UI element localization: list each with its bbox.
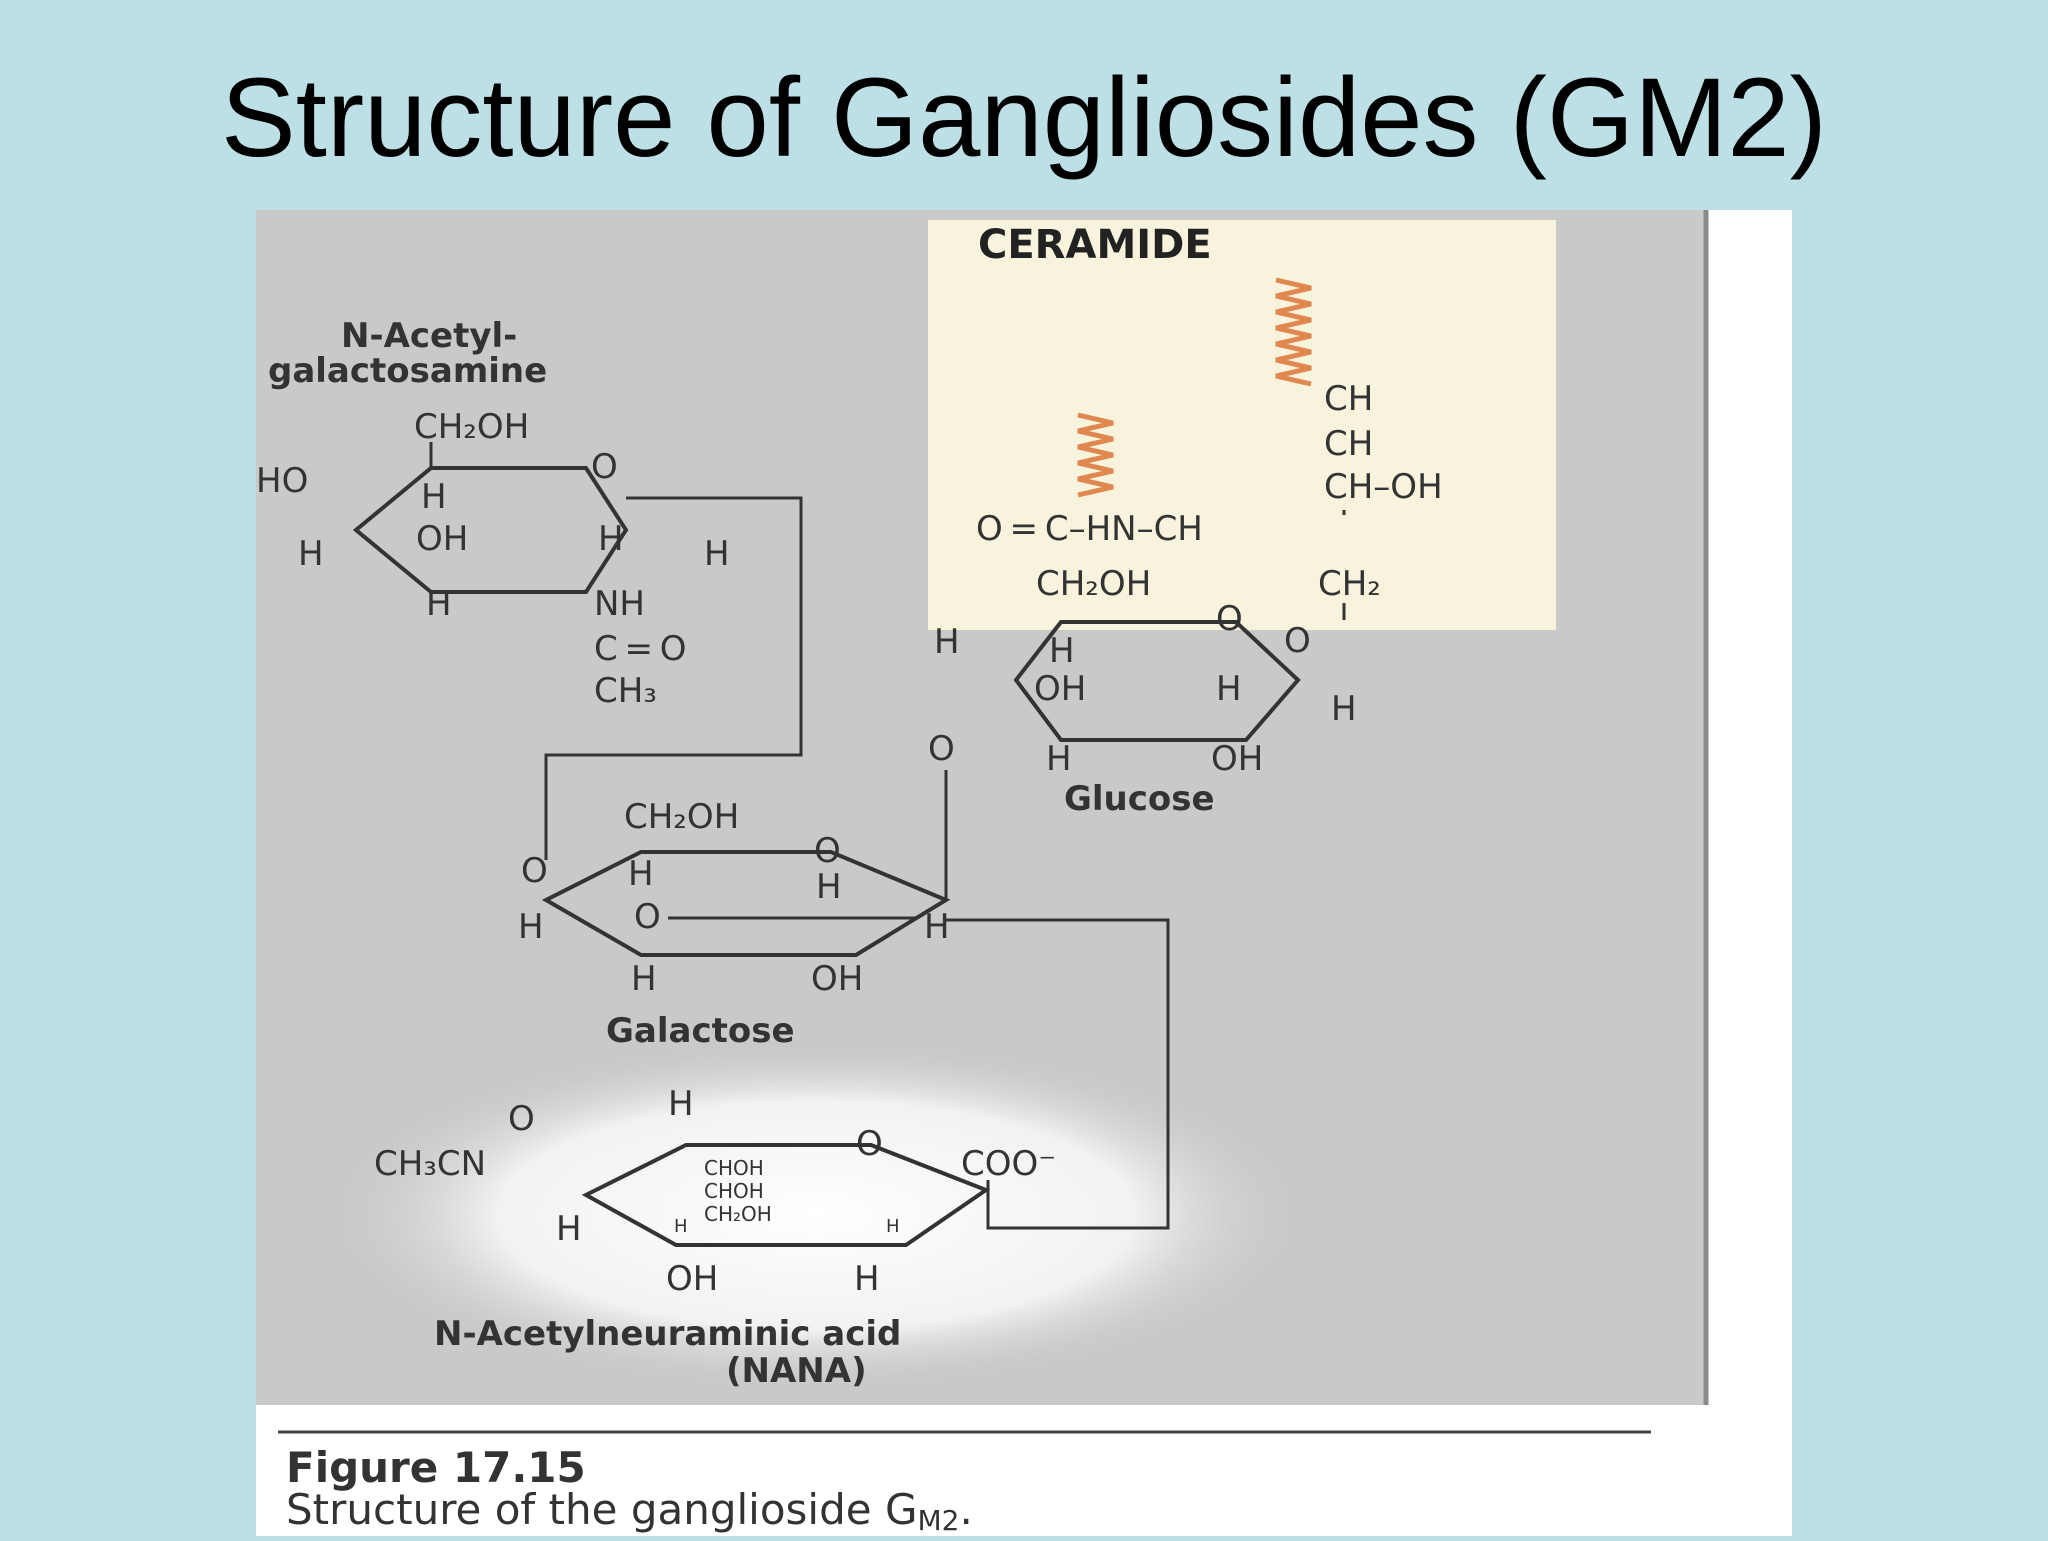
ceramide-ch-2: CH <box>1324 424 1373 464</box>
nana-ring-o: O <box>856 1124 883 1164</box>
nana-h-top: H <box>668 1084 694 1124</box>
ceramide-heading: CERAMIDE <box>978 222 1212 268</box>
gm2-structure-figure: CERAMIDE CH CH CH–OH O = C–HN–CH CH₂ N-A… <box>256 210 1792 1537</box>
nana-oh: OH <box>666 1259 718 1299</box>
galnac-name-line1: N-Acetyl- <box>341 316 517 356</box>
glucose-h-outer: H <box>934 622 960 662</box>
figure-caption-subscript: M2 <box>918 1504 960 1536</box>
glucose-ring-o: O <box>1216 599 1243 639</box>
galactose-to-nana-link <box>946 918 1170 1230</box>
glucose-oh-bottom: OH <box>1211 739 1263 779</box>
galnac-nh: NH <box>594 584 645 624</box>
ceramide-box <box>928 220 1556 630</box>
nana-ring <box>581 1143 991 1247</box>
galactose-name: Galactose <box>606 1011 795 1051</box>
glucose-bridge-o: O <box>928 729 955 769</box>
nana-h-inner-1: H <box>674 1216 688 1237</box>
galactose-h-mid: H <box>816 867 842 907</box>
fatty-acid-chain-short <box>1077 412 1114 498</box>
nana-glow <box>326 1040 1306 1390</box>
galnac-name-line2: galactosamine <box>268 351 547 391</box>
nana-h-bottom: H <box>854 1259 880 1299</box>
glucose-name: Glucose <box>1064 779 1215 819</box>
nana-h-inner-2: H <box>886 1216 900 1237</box>
galnac-to-galactose-link <box>544 496 803 860</box>
galnac-ch3: CH₃ <box>594 671 657 711</box>
nana-coo: COO⁻ <box>961 1144 1056 1184</box>
nana-side-ch2oh: CH₂OH <box>704 1202 772 1226</box>
ceramide-ch2: CH₂ <box>1318 564 1381 604</box>
galnac-h-right: H <box>704 534 730 574</box>
galnac-h-left: H <box>298 534 324 574</box>
glucose-ring <box>1013 620 1301 742</box>
glucose-h-right: H <box>1331 689 1357 729</box>
galnac-oh: OH <box>416 519 468 559</box>
glucose-ch2oh: CH₂OH <box>1036 564 1151 604</box>
nana-side-choh-2: CHOH <box>704 1179 764 1203</box>
nana-o-top: O <box>508 1099 535 1139</box>
figure-caption-end: . <box>959 1485 972 1534</box>
nana-ch3cn: CH₃CN <box>374 1144 486 1184</box>
galactose-o-left: O <box>521 851 548 891</box>
galactose-ring <box>541 850 951 957</box>
galactose-ring-o: O <box>814 831 841 871</box>
galnac-ring <box>352 466 629 594</box>
fatty-acid-chain-long <box>1275 277 1312 387</box>
galactose-h-bottom: H <box>631 959 657 999</box>
figure-label: Figure 17.15 <box>286 1443 586 1492</box>
galnac-ring-o: O <box>591 447 618 487</box>
ceramide-amide-linkage: O = C–HN–CH <box>976 509 1203 549</box>
glucose-h-mid: H <box>1216 669 1242 709</box>
galnac-h-mid: H <box>598 519 624 559</box>
galnac-ho: HO <box>256 461 308 501</box>
figure-caption-text: Structure of the ganglioside G <box>286 1485 918 1534</box>
galactose-ch2oh: CH₂OH <box>624 797 739 837</box>
slide-title: Structure of Gangliosides (GM2) <box>221 55 1827 180</box>
nana-name-line1: N-Acetylneuraminic acid <box>434 1314 901 1354</box>
galactose-oh-bottom: OH <box>811 959 863 999</box>
ceramide-ch-1: CH <box>1324 379 1373 419</box>
galactose-h-upper: H <box>628 854 654 894</box>
galactose-h-left: H <box>518 907 544 947</box>
galnac-ch2oh: CH₂OH <box>414 407 529 447</box>
nana-name-line2: (NANA) <box>726 1351 867 1391</box>
glucose-oh: OH <box>1034 669 1086 709</box>
glucose-h-bottom: H <box>1046 739 1072 779</box>
nana-side-choh-1: CHOH <box>704 1156 764 1180</box>
ceramide-choh: CH–OH <box>1324 467 1443 507</box>
galnac-h-upper: H <box>421 477 447 517</box>
galactose-o-inner: O <box>634 897 661 937</box>
glucose-h-upper: H <box>1049 631 1075 671</box>
galnac-h-bottom: H <box>426 584 452 624</box>
nana-h-left: H <box>556 1209 582 1249</box>
glucose-o-link: O <box>1284 621 1311 661</box>
figure-caption: Structure of the ganglioside GM2. <box>286 1485 973 1536</box>
galnac-carbonyl: C = O <box>594 629 687 669</box>
galactose-h-right: H <box>924 907 950 947</box>
